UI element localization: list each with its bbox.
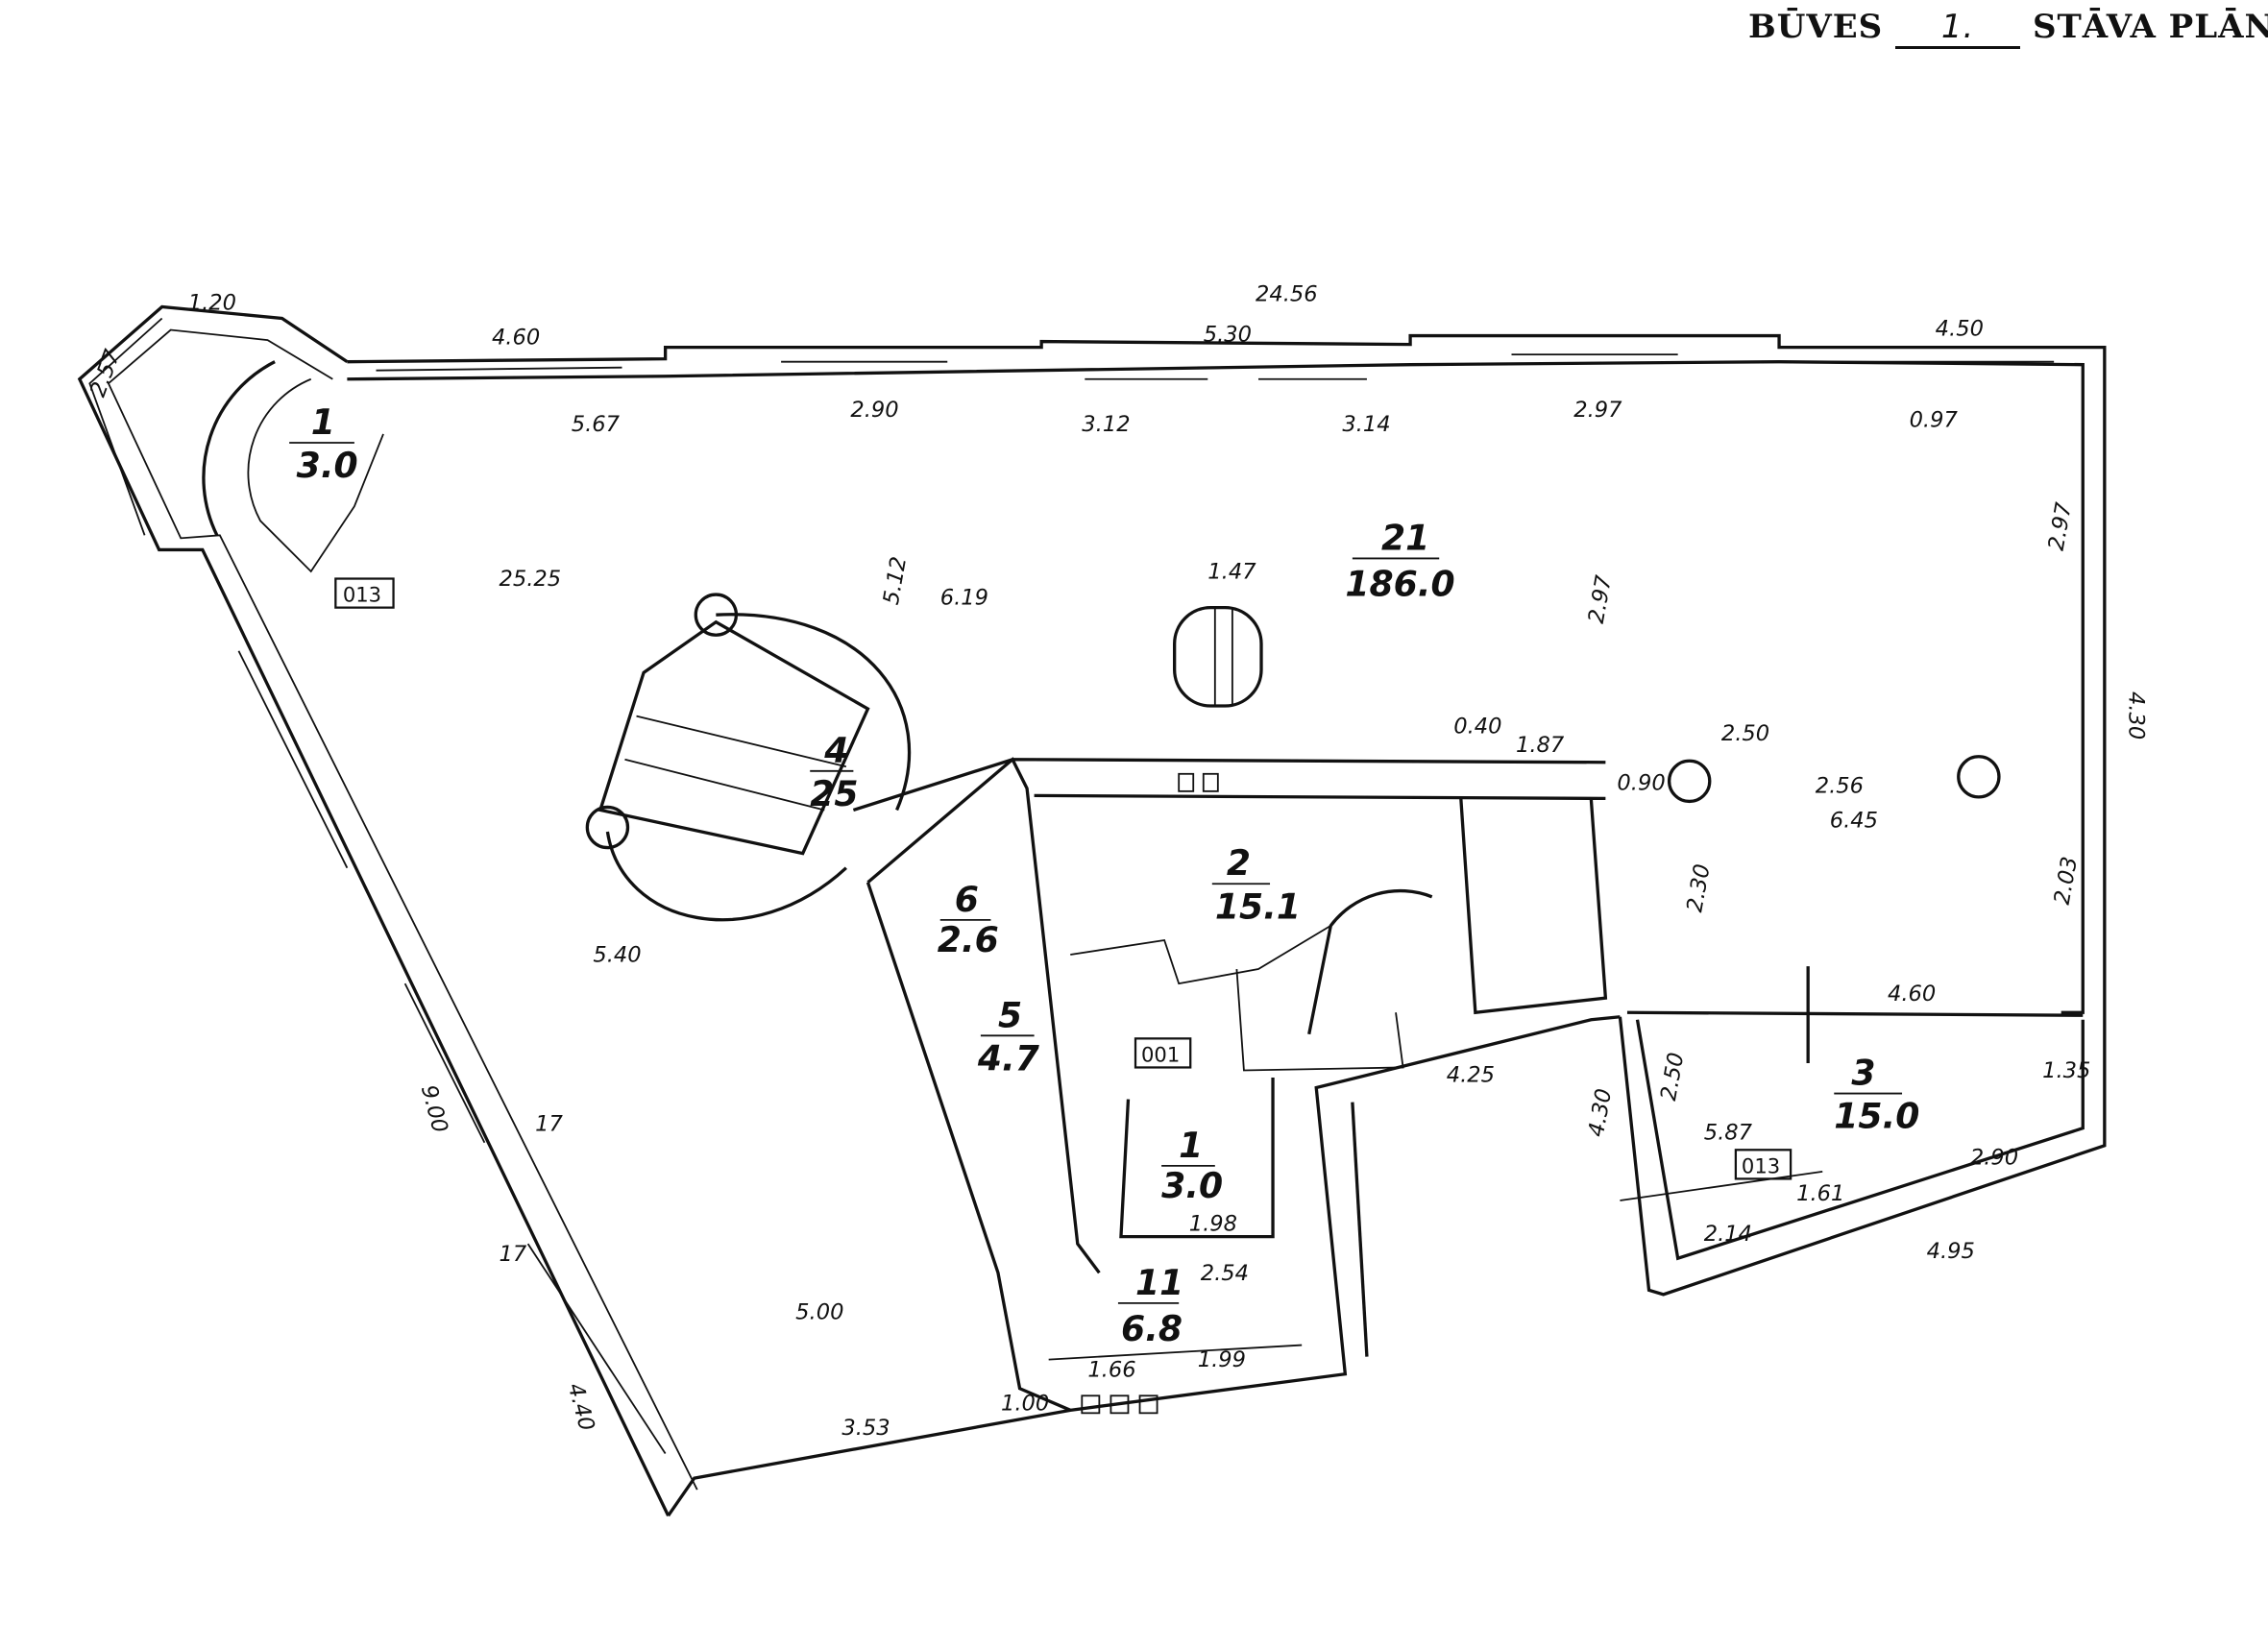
svg-text:21: 21 [1381, 517, 1429, 558]
svg-text:25: 25 [810, 773, 858, 814]
dimension: 5.40 [593, 943, 641, 968]
dimension: 17 [535, 1112, 563, 1137]
dimension: 3.12 [1082, 412, 1130, 437]
svg-text:013: 013 [1742, 1153, 1780, 1177]
svg-text:11: 11 [1135, 1262, 1183, 1303]
dimension: 4.60 [492, 326, 540, 351]
dimension: 4.30 [1584, 1087, 1617, 1139]
dimension: 1.47 [1207, 560, 1256, 585]
svg-text:3.0: 3.0 [297, 445, 358, 486]
dimension: 1.35 [2042, 1058, 2090, 1083]
svg-text:013: 013 [343, 583, 381, 607]
room-label: 21 186.0 [1345, 517, 1454, 604]
outer-walls [77, 304, 2107, 1517]
room-code-badge: 013 [334, 577, 395, 609]
dimension: 0.40 [1453, 715, 1501, 740]
dimension: 1.00 [1001, 1391, 1049, 1416]
svg-text:2.6: 2.6 [938, 919, 999, 960]
dimension: 0.90 [1617, 770, 1665, 795]
title-suffix: STĀVA PLĀNA [2032, 8, 2268, 46]
svg-text:3.0: 3.0 [1161, 1165, 1223, 1206]
dimension: 4.95 [1927, 1239, 1975, 1264]
room-label: 215.1 [1211, 842, 1301, 927]
svg-text:001: 001 [1141, 1042, 1180, 1066]
title-prefix: BŪVES [1748, 8, 1884, 46]
room-label: 13.0 [289, 401, 358, 486]
dimension: 9.00 [416, 1082, 452, 1135]
room-label: 116.8 [1117, 1262, 1183, 1349]
dimension: 2.14 [1704, 1222, 1752, 1247]
svg-text:5: 5 [998, 994, 1022, 1035]
column-features [1173, 605, 2001, 804]
dimension: 1.66 [1087, 1358, 1135, 1383]
windows [237, 353, 2055, 1454]
room-label: 425 [810, 730, 858, 814]
dimension: 4.50 [1936, 317, 1984, 342]
dimension: 1.98 [1189, 1212, 1237, 1237]
svg-text:6.8: 6.8 [1121, 1308, 1183, 1349]
dimension: 6.19 [940, 586, 988, 611]
dimension-labels: 24.56 4.60 1.20 5.30 4.50 2.57 5.67 2.90… [85, 281, 2149, 1440]
svg-text:4.7: 4.7 [977, 1037, 1040, 1079]
dimension: 4.60 [1888, 982, 1936, 1006]
svg-text:6: 6 [955, 879, 979, 920]
dimension: 4.25 [1447, 1063, 1495, 1088]
svg-text:15.1: 15.1 [1215, 885, 1301, 927]
dimension: 2.90 [1970, 1145, 2018, 1170]
drawing-title: BŪVES 1. STĀVA PLĀNA [1748, 8, 2268, 49]
dimension: 2.56 [1816, 773, 1864, 798]
svg-text:15.0: 15.0 [1834, 1096, 1919, 1137]
dimension: 6.45 [1830, 809, 1878, 834]
dimension: 2.97 [2044, 500, 2077, 553]
dimension: 4.40 [563, 1380, 599, 1433]
floor-number: 1. [1895, 8, 2021, 49]
dimension: 24.56 [1256, 281, 1318, 306]
dimension: 17 [499, 1242, 526, 1267]
room-label: 13.0 [1161, 1125, 1223, 1206]
svg-text:1: 1 [311, 401, 335, 443]
dimension: 25.25 [499, 567, 561, 592]
dimension: 2.50 [1656, 1051, 1689, 1103]
dimension: 2.90 [850, 398, 898, 423]
svg-text:186.0: 186.0 [1345, 564, 1454, 605]
dimension: 5.00 [795, 1299, 843, 1324]
dimension: 1.20 [188, 290, 236, 315]
room-code-badge: 013 [1734, 1149, 1792, 1180]
dimension: 5.30 [1204, 323, 1252, 348]
room-label: 315.0 [1834, 1053, 1919, 1137]
dimension: 2.54 [1201, 1261, 1249, 1286]
dimension: 4.30 [2123, 691, 2148, 740]
dimension: 2.30 [1682, 862, 1715, 914]
dimension: 3.14 [1342, 412, 1390, 437]
internal-walls [852, 757, 2084, 1415]
svg-text:4: 4 [823, 730, 848, 771]
svg-text:3: 3 [1851, 1053, 1875, 1094]
svg-text:1: 1 [1179, 1125, 1203, 1166]
dimension: 3.53 [841, 1416, 890, 1441]
dimension: 1.87 [1516, 733, 1565, 758]
dimension: 5.67 [572, 412, 621, 437]
dimension: 5.87 [1704, 1121, 1753, 1146]
room-label: 54.7 [977, 994, 1040, 1079]
dimension: 0.97 [1910, 407, 1959, 432]
dimension: 5.12 [879, 555, 912, 607]
dimension: 2.03 [2050, 855, 2083, 907]
dimension: 2.97 [1584, 572, 1617, 625]
room-label: 62.6 [938, 879, 999, 960]
dimension: 1.99 [1198, 1347, 1246, 1372]
dimension: 1.61 [1796, 1181, 1844, 1206]
dimension: 2.97 [1573, 398, 1622, 423]
room-code-badge: 001 [1134, 1037, 1192, 1069]
svg-text:2: 2 [1227, 842, 1251, 884]
dimension: 2.50 [1721, 721, 1769, 746]
main-staircase [585, 593, 1433, 1035]
